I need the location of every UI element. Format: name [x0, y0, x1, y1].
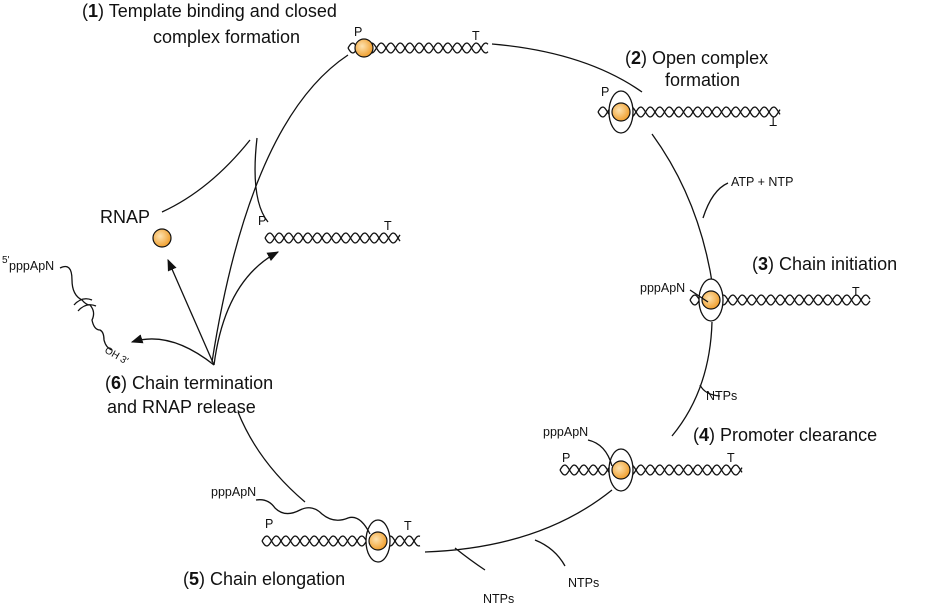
arrow-1-to-2 — [491, 43, 643, 93]
step6-label-line1: (6) Chain termination — [105, 373, 273, 393]
dna-strand — [559, 464, 743, 476]
terminator-label-3: T — [852, 285, 860, 299]
promoter-label-5: P — [265, 517, 273, 531]
dna-step4 — [559, 448, 743, 492]
step4-label: (4) Promoter clearance — [693, 425, 877, 445]
rnap-icon — [611, 102, 631, 122]
dna-strand — [261, 535, 421, 547]
three-prime-label: OH 3' — [103, 345, 130, 367]
rna-transcript-elongating — [255, 499, 371, 535]
step6-label-line2: and RNAP release — [107, 397, 256, 417]
initiation-rna-label: pppApN — [640, 281, 685, 295]
rna-transcript-clearance — [587, 439, 613, 467]
rna-break-mark — [73, 298, 97, 312]
terminator-label-2: T — [769, 114, 777, 128]
ntps-label-3-4: NTPs — [706, 389, 737, 403]
terminator-label-1: T — [472, 29, 480, 43]
release-arrow-rnap — [167, 258, 215, 366]
dna-step5 — [261, 519, 421, 563]
rnap-icon — [701, 290, 721, 310]
dna-free-template — [264, 232, 401, 244]
atp-ntp-branch — [702, 182, 729, 219]
elongation-rna-label: pppApN — [211, 485, 256, 499]
arrow-2-to-3 — [651, 133, 714, 289]
dna-strand — [264, 232, 401, 244]
ntps-branch-3-4 — [699, 384, 721, 397]
rnap-icon — [368, 531, 388, 551]
promoter-label-1: P — [354, 25, 362, 39]
dna-strand — [261, 535, 421, 547]
step1-label-line2: complex formation — [153, 27, 300, 47]
rna-transcript-free — [59, 265, 113, 351]
release-arrow-template — [213, 251, 280, 366]
terminator-label-free: T — [384, 219, 392, 233]
dna-strand — [264, 232, 401, 244]
rnap-icon — [354, 38, 374, 58]
atp-ntp-label: ATP + NTP — [731, 175, 793, 189]
dna-step3 — [689, 278, 871, 322]
rnap-label: RNAP — [100, 207, 150, 227]
clearance-rna-label: pppApN — [543, 425, 588, 439]
terminator-label-4: T — [727, 451, 735, 465]
rna-transcript-initiation — [689, 289, 709, 303]
ntps-label-5b: NTPs — [568, 576, 599, 590]
rnap-join-line — [161, 139, 251, 213]
step3-label: (3) Chain initiation — [752, 254, 897, 274]
step2-label-line2: formation — [665, 70, 740, 90]
release-arrow-rna — [130, 334, 215, 366]
arrow-4-to-5 — [424, 489, 613, 553]
ntps-label-5a: NTPs — [483, 592, 514, 605]
arrow-5-to-6 — [237, 411, 306, 503]
dna-step2 — [597, 90, 781, 134]
step2-label-line1: (2) Open complex — [625, 48, 768, 68]
ntps-branch-5a — [454, 547, 486, 571]
promoter-label-2: P — [601, 85, 609, 99]
ntps-branch-5b — [534, 539, 566, 567]
dna-step1 — [347, 38, 489, 58]
step1-label-line1: (1) Template binding and closed — [82, 1, 337, 21]
promoter-label-free: P — [258, 214, 266, 228]
terminator-label-5: T — [404, 519, 412, 533]
arrow-6-to-1 — [211, 54, 349, 363]
arrow-3-to-4 — [671, 321, 713, 437]
promoter-label-4: P — [562, 451, 570, 465]
free-rnap-icon — [152, 228, 172, 248]
rnap-icon — [611, 460, 631, 480]
free-rna-label: pppApN — [9, 259, 54, 273]
template-join-line — [254, 137, 269, 223]
step5-label: (5) Chain elongation — [183, 569, 345, 589]
five-prime-label: 5' — [2, 255, 10, 266]
